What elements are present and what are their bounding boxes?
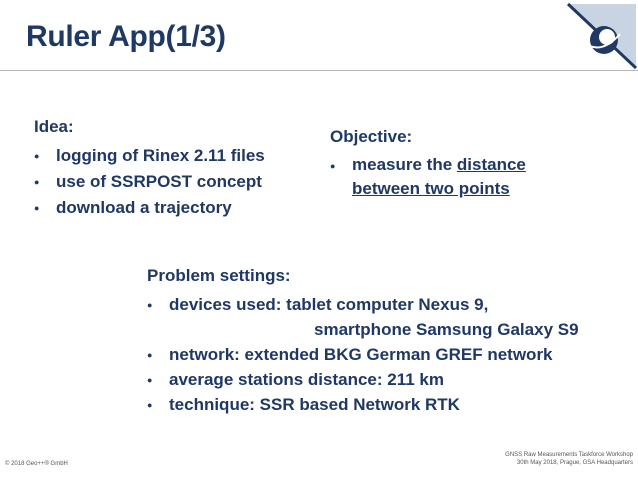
- problem-item-technique: technique: SSR based Network RTK: [147, 392, 579, 418]
- footer-event-line: 30th May 2018, Prague, GSA Headquarters: [516, 460, 633, 466]
- idea-item: logging of Rinex 2.11 files: [34, 143, 265, 169]
- objective-distance-underlined: distance: [456, 155, 526, 174]
- slide-title: Ruler App(1/3): [26, 20, 226, 53]
- devices-text: devices used: tablet computer Nexus 9,: [169, 295, 489, 314]
- geo-logo-icon: [566, 2, 638, 70]
- problem-item-devices: devices used: tablet computer Nexus 9, sm…: [147, 292, 579, 342]
- idea-list: logging of Rinex 2.11 files use of SSRPO…: [34, 143, 265, 221]
- problem-settings-block: Problem settings: devices used: tablet c…: [147, 266, 579, 418]
- objective-heading: Objective:: [330, 127, 413, 146]
- objective-item: measure the distance between two points: [330, 153, 526, 201]
- idea-item: use of SSRPOST concept: [34, 169, 265, 195]
- problem-item-network: network: extended BKG German GREF networ…: [147, 342, 579, 368]
- footer-event: GNSS Raw Measurements Taskforce Workshop…: [505, 451, 633, 467]
- problem-item-stations: average stations distance: 211 km: [147, 367, 579, 393]
- footer-event-line: GNSS Raw Measurements Taskforce Workshop: [505, 452, 633, 458]
- objective-list: measure the distance between two points: [330, 153, 526, 201]
- title-divider: [0, 70, 638, 71]
- idea-block: Idea: logging of Rinex 2.11 files use of…: [34, 117, 265, 221]
- objective-item-text: measure the: [352, 155, 457, 174]
- footer-copyright: © 2018 Geo++® GmbH: [5, 461, 68, 467]
- idea-heading: Idea:: [34, 117, 74, 136]
- problem-list: devices used: tablet computer Nexus 9, sm…: [147, 292, 579, 418]
- problem-heading: Problem settings:: [147, 266, 291, 285]
- idea-item: download a trajectory: [34, 195, 265, 221]
- objective-block: Objective: measure the distance between t…: [330, 127, 526, 201]
- objective-points-underlined: between two points: [352, 179, 510, 198]
- devices-continuation: smartphone Samsung Galaxy S9: [314, 320, 579, 339]
